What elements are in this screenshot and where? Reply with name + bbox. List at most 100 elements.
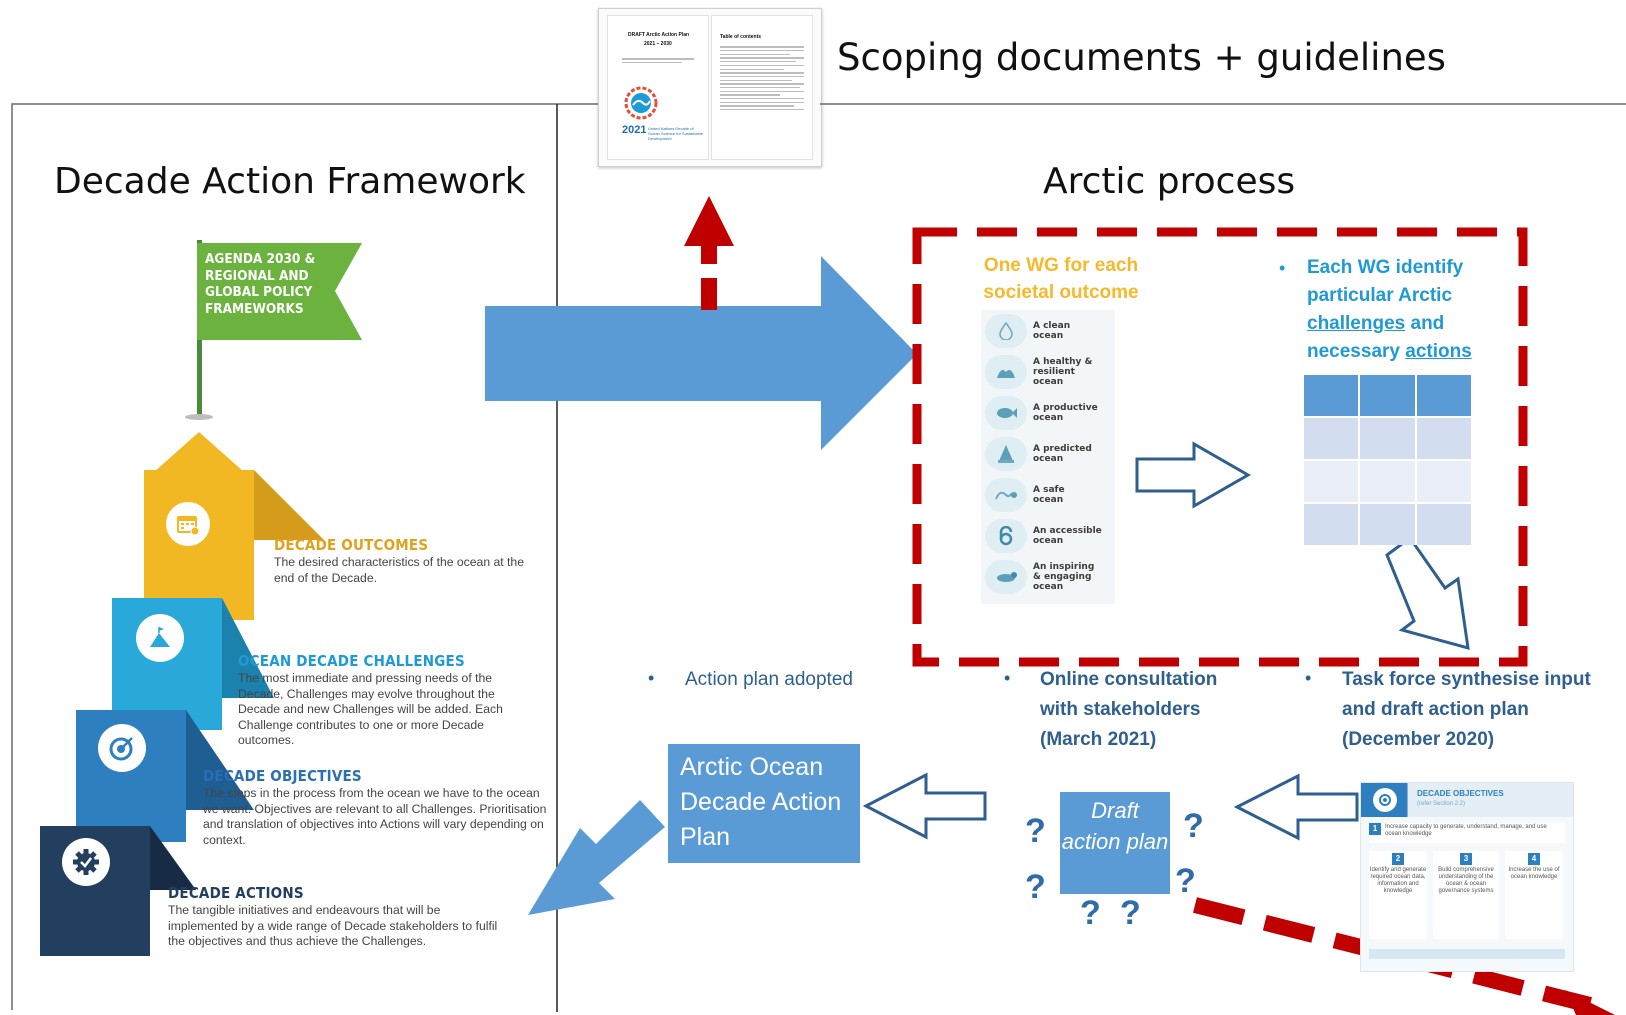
water-drop-icon	[985, 314, 1027, 348]
table-cell	[1360, 461, 1415, 502]
table-cell	[1304, 504, 1359, 545]
document-page-cover: DRAFT Arctic Action Plan 2021 – 2030 202…	[607, 15, 709, 160]
table-cell	[1360, 504, 1415, 545]
up-arrow-icon	[154, 432, 244, 472]
wave-icon	[985, 478, 1027, 512]
objectives-sub-2-text: Build comprehensive understanding of the…	[1438, 867, 1494, 894]
table-header-cell	[1304, 375, 1359, 416]
coral-icon	[985, 355, 1027, 389]
outcome-label-predicted: A predicted ocean	[1033, 444, 1092, 464]
stage-desc-challenges: The most immediate and pressing needs of…	[238, 671, 503, 747]
objectives-card-footer	[1369, 949, 1565, 959]
policy-flag	[197, 243, 362, 340]
outcome-label-accessible: An accessible ocean	[1033, 526, 1102, 546]
action-plan-box: Arctic Ocean Decade Action Plan	[668, 744, 860, 863]
outcome-item-safe: A safe ocean	[985, 478, 1093, 512]
table-cell	[1416, 504, 1471, 545]
question-mark-4: ?	[1175, 862, 1196, 900]
outcome-item-clean: A clean ocean	[985, 314, 1093, 348]
flag-text: AGENDA 2030 & REGIONAL AND GLOBAL POLICY…	[205, 251, 316, 317]
outcome-label-clean: A clean ocean	[1033, 321, 1071, 341]
table-cell	[1360, 418, 1415, 459]
step-taskforce: Task force synthesise input and draft ac…	[1342, 669, 1591, 750]
stage-title-challenges: OCEAN DECADE CHALLENGES	[238, 652, 465, 670]
thumbnail-logo-year: 2021	[622, 124, 647, 136]
objectives-sub-2-num: 3	[1460, 853, 1472, 865]
step-adopted: Action plan adopted	[685, 669, 853, 690]
scoping-title: Scoping documents + guidelines	[837, 36, 1446, 79]
table-cell	[1416, 461, 1471, 502]
objectives-item-1-text: Increase capacity to generate, understan…	[1385, 824, 1547, 837]
thumbnail-logo-text: United Nations Decade of Ocean Science f…	[648, 126, 703, 141]
table-header-cell	[1416, 375, 1471, 416]
draft-plan-box: Draft action plan	[1060, 792, 1170, 894]
question-mark-1: ?	[1025, 812, 1046, 850]
fish-icon	[985, 396, 1027, 430]
outcome-label-safe: A safe ocean	[1033, 485, 1065, 505]
stage-desc-outcomes: The desired characteristics of the ocean…	[274, 555, 524, 585]
taskforce-bullet: •	[1305, 668, 1312, 688]
decade-logo-icon	[624, 86, 658, 120]
mountain-flag-icon	[136, 614, 184, 662]
stage-title-objectives: DECADE OBJECTIVES	[203, 767, 362, 785]
table-cell	[1416, 418, 1471, 459]
framework-title: Decade Action Framework	[54, 161, 526, 202]
outcome-item-productive: A productive ocean	[985, 396, 1103, 430]
wg-title: One WG for each societal outcome	[983, 255, 1139, 303]
objectives-sub-3-text: Increase the use of ocean knowledge	[1508, 867, 1560, 880]
outcome-label-healthy: A healthy & resilient ocean	[1033, 357, 1093, 387]
identify-prefix: Each WG identify particular Arctic	[1307, 257, 1464, 306]
question-mark-6: ?	[1120, 894, 1141, 932]
outcome-item-healthy: A healthy & resilient ocean	[985, 355, 1097, 389]
challenges-table	[1304, 375, 1471, 545]
open-access-icon	[985, 519, 1027, 553]
objectives-sub-1-text: Identify and generate required ocean dat…	[1369, 867, 1427, 894]
thumbnail-years: 2021 – 2030	[644, 41, 672, 47]
table-cell	[1304, 461, 1359, 502]
gear-icon	[62, 838, 110, 886]
table-cell	[1304, 418, 1359, 459]
outcome-label-productive: A productive ocean	[1033, 403, 1098, 423]
thumbnail-toc-title: Table of contents	[720, 34, 762, 40]
question-mark-5: ?	[1080, 894, 1101, 932]
thumbnail-toc-lines	[720, 44, 804, 113]
objectives-card-title: DECADE OBJECTIVES	[1417, 789, 1504, 798]
identify-middle: and necessary	[1307, 313, 1445, 362]
target-icon	[98, 724, 146, 772]
calendar-icon	[166, 502, 210, 546]
outcome-item-predicted: A predicted ocean	[985, 437, 1097, 471]
thumbnail-title: DRAFT Arctic Action Plan	[628, 32, 690, 38]
objectives-target-icon	[1373, 788, 1397, 812]
question-mark-2: ?	[1183, 807, 1204, 845]
identify-text: Each WG identify particular Arctic chall…	[1307, 254, 1502, 366]
scoping-document-thumbnail: DRAFT Arctic Action Plan 2021 – 2030 202…	[598, 8, 822, 167]
objectives-sub-3: 4 Increase the use of ocean knowledge	[1505, 851, 1563, 939]
objectives-card-subtitle: (refer Section 2.2)	[1417, 801, 1466, 807]
identify-bullet: •	[1279, 258, 1286, 278]
outcome-label-inspiring: An inspiring & engaging ocean	[1033, 562, 1095, 592]
outcome-item-accessible: An accessible ocean	[985, 519, 1103, 553]
thumbnail-text-lines	[622, 56, 694, 66]
diver-icon	[985, 560, 1027, 594]
objectives-item-1: 1 Increase capacity to generate, underst…	[1369, 823, 1565, 843]
stage-title-actions: DECADE ACTIONS	[168, 884, 304, 902]
identify-actions: actions	[1405, 341, 1472, 362]
objectives-item-1-num: 1	[1369, 823, 1381, 835]
objectives-card: DECADE OBJECTIVES (refer Section 2.2) 1 …	[1360, 782, 1574, 972]
stage-desc-actions: The tangible initiatives and endeavours …	[168, 903, 498, 948]
identify-challenges: challenges	[1307, 313, 1406, 334]
objectives-sub-1-num: 2	[1392, 853, 1404, 865]
stage-desc-objectives: The steps in the process from the ocean …	[203, 786, 547, 847]
question-mark-3: ?	[1025, 868, 1046, 906]
objectives-sub-1: 2 Identify and generate required ocean d…	[1369, 851, 1427, 939]
stage-title-outcomes: DECADE OUTCOMES	[274, 536, 429, 554]
adopted-bullet: •	[648, 668, 655, 688]
consultation-bullet: •	[1004, 668, 1011, 688]
outcome-item-inspiring: An inspiring & engaging ocean	[985, 560, 1097, 594]
document-page-toc: Table of contents	[711, 15, 813, 160]
objectives-sub-3-num: 4	[1528, 853, 1540, 865]
buoy-icon	[985, 437, 1027, 471]
objectives-sub-2: 3 Build comprehensive understanding of t…	[1433, 851, 1499, 939]
